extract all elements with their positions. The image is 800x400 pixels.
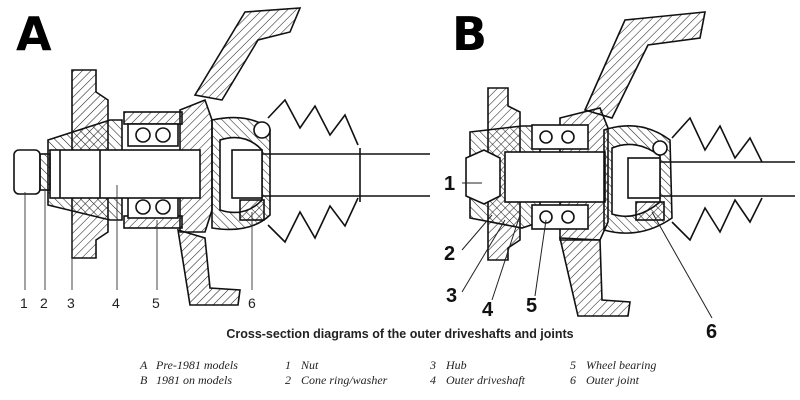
- panel-b-letter: B: [452, 7, 487, 61]
- panel-b-callout-6: 6: [706, 321, 717, 343]
- panel-a-callout-2: 2: [40, 295, 48, 311]
- panel-a-callout-4: 4: [112, 295, 120, 311]
- panel-a-callout-5: 5: [152, 295, 160, 311]
- panel-a-letter: A: [16, 7, 52, 61]
- panel-b-callout-1: 1: [444, 173, 455, 195]
- panel-b-callout-5: 5: [526, 295, 537, 317]
- panel-a-drawing: [13, 7, 430, 306]
- panel-a-callout-1: 1: [20, 295, 28, 311]
- panel-a-callout-3: 3: [67, 295, 75, 311]
- panel-b-leader-lines: [461, 182, 713, 319]
- panel-a-callout-6: 6: [248, 295, 256, 311]
- panel-b-callout-2: 2: [444, 243, 455, 265]
- panel-b-callout-4: 4: [482, 299, 494, 321]
- panel-a-leader-lines: [24, 185, 253, 290]
- panel-b-drawing: [465, 11, 795, 317]
- panel-b-callout-3: 3: [446, 285, 457, 307]
- figure-caption: Cross-section diagrams of the outer driv…: [226, 327, 574, 341]
